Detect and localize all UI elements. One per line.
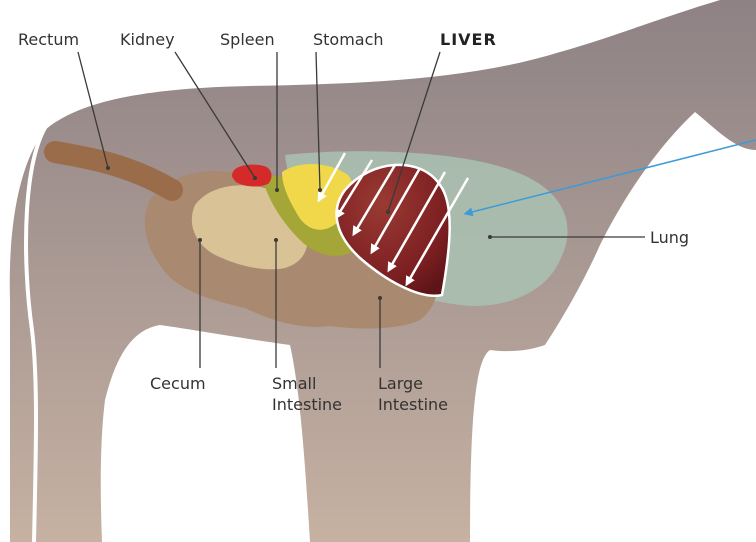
rectum <box>44 141 183 201</box>
leader-lines <box>77 51 645 368</box>
tail-edge <box>24 116 54 542</box>
label-cecum: Cecum <box>150 374 206 393</box>
label-lung: Lung <box>650 228 689 247</box>
label-stomach: Stomach <box>313 30 384 49</box>
label-small-intestine-line1: Small <box>272 374 316 393</box>
leader-dots <box>106 166 492 300</box>
label-small-intestine-line2: Intestine <box>272 395 342 414</box>
label-large-intestine-line2: Intestine <box>378 395 448 414</box>
liver <box>335 163 451 298</box>
kidney <box>232 164 272 187</box>
white-arrow-icon <box>317 152 470 287</box>
label-large-intestine-line1: Large <box>378 374 423 393</box>
label-rectum: Rectum <box>18 30 79 49</box>
label-liver: LIVER <box>440 30 497 49</box>
label-kidney: Kidney <box>120 30 175 49</box>
label-spleen: Spleen <box>220 30 275 49</box>
blue-arrow-icon <box>463 139 756 217</box>
